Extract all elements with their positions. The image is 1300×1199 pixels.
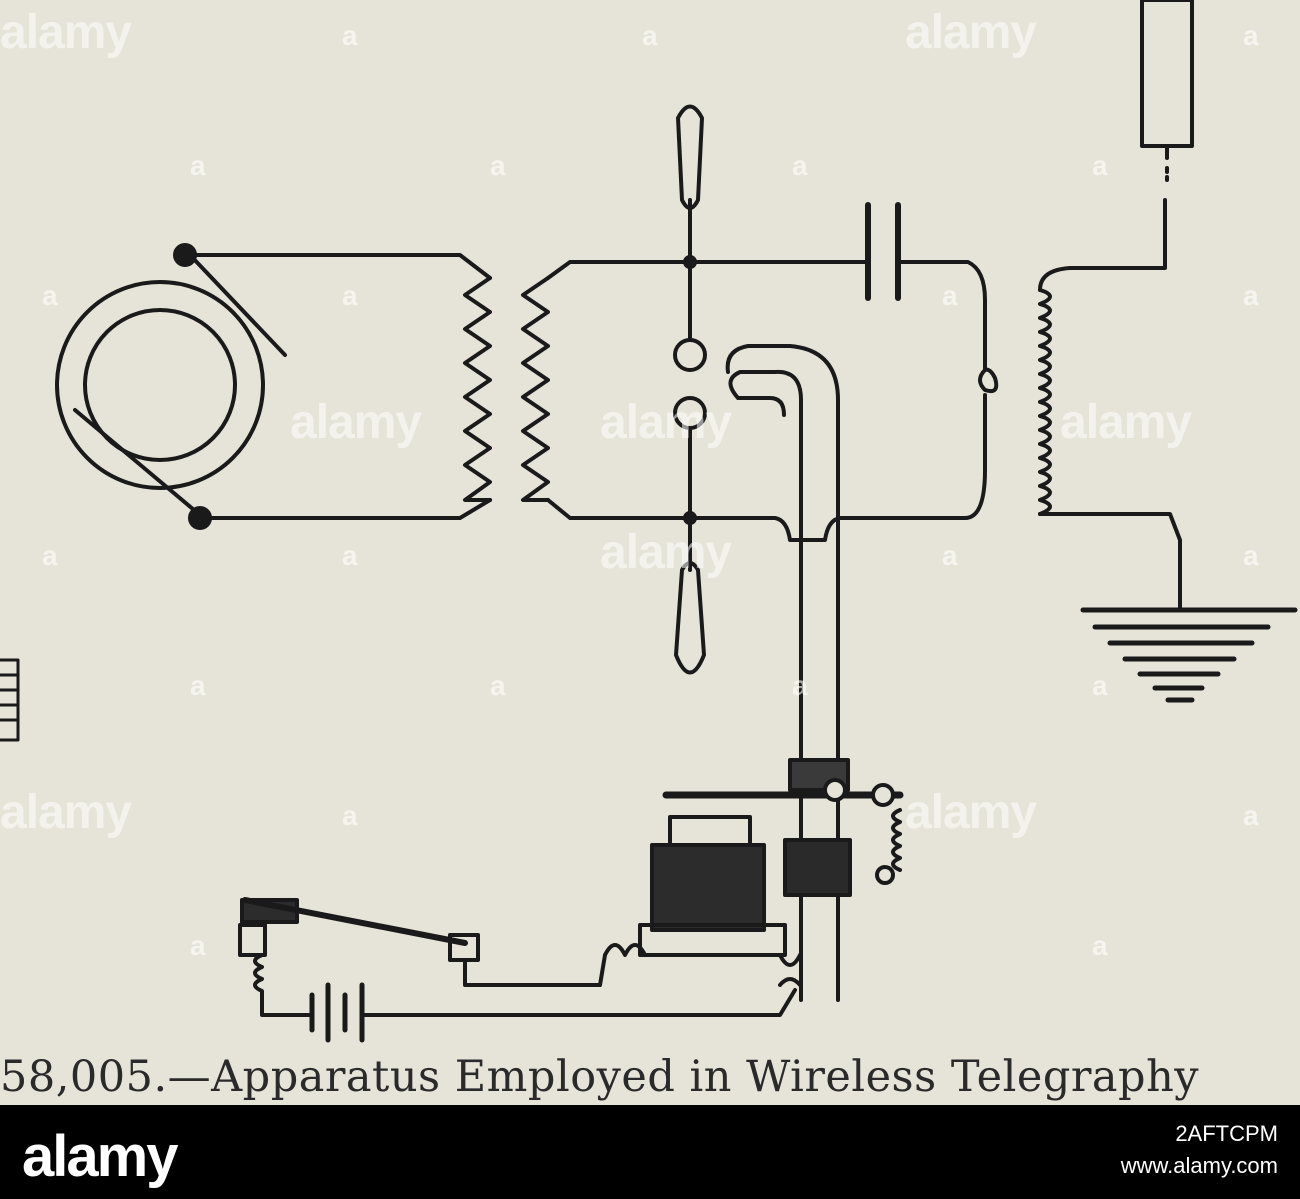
secondary-coil (521, 276, 550, 502)
primary-coil (463, 276, 492, 502)
watermark-badge: a (490, 670, 506, 701)
figure-caption: 58,005.—Apparatus Employed in Wireless T… (0, 1052, 1200, 1102)
watermark-badge: a (190, 150, 206, 181)
hooked-tube (725, 344, 840, 1002)
watermark-logo: alamy (600, 526, 732, 579)
battery (309, 982, 365, 1043)
relay-mechanism (662, 758, 904, 897)
generator-rings (55, 280, 265, 490)
electromagnet (638, 815, 787, 957)
watermark-badge: a (342, 800, 358, 831)
watermark-badge: a (42, 280, 58, 311)
watermark-logo: alamy (0, 6, 132, 59)
ground-symbol (1080, 607, 1298, 703)
watermark-badge: a (490, 150, 506, 181)
wireless-telegraphy-circuit-diagram (0, 0, 1298, 1043)
watermark-badge: a (942, 280, 958, 311)
partial-scale-mark (0, 658, 20, 742)
condenser (865, 202, 901, 301)
watermark-badge: a (342, 20, 358, 51)
generator-leads (183, 253, 492, 520)
antenna-plate (1140, 0, 1194, 182)
watermark-badge: a (1243, 20, 1259, 51)
watermark-logo: alamy (600, 396, 732, 449)
stock-footer-bar: alamy 2AFTCPM www.alamy.com (0, 1105, 1300, 1199)
watermark-logo: alamy (905, 786, 1037, 839)
watermark-badge: a (190, 930, 206, 961)
oscillation-transformer (1038, 198, 1182, 610)
watermark-badge: a (642, 20, 658, 51)
watermark-logo: alamy (0, 786, 132, 839)
telegraph-key (238, 897, 480, 962)
watermark-badge: a (1092, 150, 1108, 181)
watermark-badge: a (942, 540, 958, 571)
watermark-badge: a (1243, 280, 1259, 311)
watermark-badge: a (1092, 670, 1108, 701)
spark-gap (673, 104, 707, 675)
watermark-badge: a (190, 670, 206, 701)
image-id: 2AFTCPM (1175, 1121, 1278, 1146)
local-circuit-wiring (253, 943, 802, 1017)
watermark-badge: a (342, 280, 358, 311)
watermark-badge: a (792, 150, 808, 181)
watermark-badge: a (1243, 800, 1259, 831)
site-url[interactable]: www.alamy.com (1120, 1153, 1278, 1178)
alamy-logo[interactable]: alamy (22, 1124, 178, 1189)
brush-terminals (73, 253, 287, 517)
watermark-badge: a (42, 540, 58, 571)
watermark-badge: a (1092, 930, 1108, 961)
watermark-logo: alamy (290, 396, 422, 449)
watermark-logo: alamy (1060, 396, 1192, 449)
watermark-badge: a (1243, 540, 1259, 571)
watermark-badge: a (792, 670, 808, 701)
book-page-scan: alamy alamy alamy alamy alamy alamy alam… (0, 0, 1300, 1105)
oscillating-circuit (688, 260, 999, 542)
secondary-leads (546, 260, 692, 520)
watermark-badge: a (342, 540, 358, 571)
watermark-logo: alamy (905, 6, 1037, 59)
